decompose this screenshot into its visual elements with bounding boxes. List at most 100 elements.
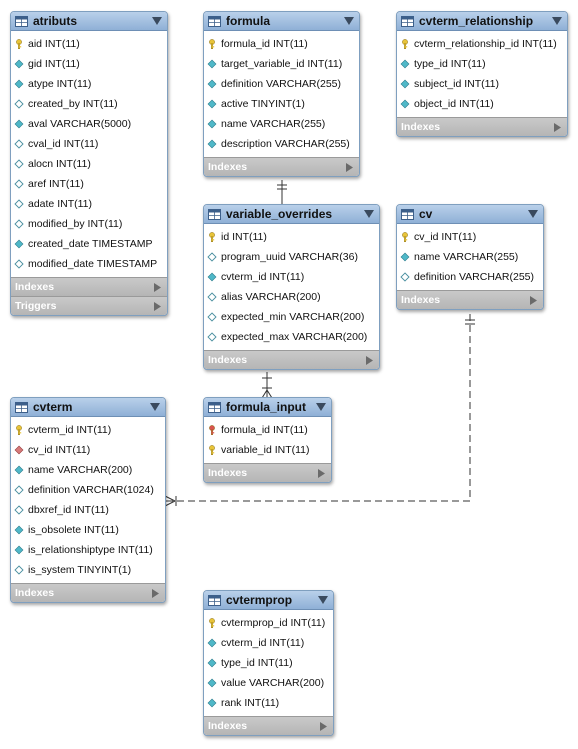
column-row[interactable]: name VARCHAR(200) bbox=[11, 460, 165, 480]
table-icon bbox=[15, 401, 28, 413]
column-row[interactable]: value VARCHAR(200) bbox=[204, 673, 333, 693]
column-row[interactable]: modified_by INT(11) bbox=[11, 214, 167, 234]
primary-key-icon bbox=[209, 232, 215, 242]
column-row[interactable]: definition VARCHAR(255) bbox=[397, 267, 543, 287]
column-row[interactable]: cv_id INT(11) bbox=[11, 440, 165, 460]
column-row[interactable]: cvtermprop_id INT(11) bbox=[204, 613, 333, 633]
column-row[interactable]: alocn INT(11) bbox=[11, 154, 167, 174]
expand-arrow-icon[interactable] bbox=[320, 721, 327, 731]
column-row[interactable]: rank INT(11) bbox=[204, 693, 333, 713]
column-row[interactable]: cvterm_id INT(11) bbox=[11, 420, 165, 440]
column-row[interactable]: atype INT(11) bbox=[11, 74, 167, 94]
expand-arrow-icon[interactable] bbox=[152, 588, 159, 598]
chevron-down-icon[interactable] bbox=[152, 17, 162, 25]
column-row[interactable]: cvterm_id INT(11) bbox=[204, 267, 379, 287]
section-indexes[interactable]: Indexes bbox=[397, 290, 543, 309]
column-row[interactable]: created_date TIMESTAMP bbox=[11, 234, 167, 254]
entity-header[interactable]: cv bbox=[397, 205, 543, 224]
column-row[interactable]: created_by INT(11) bbox=[11, 94, 167, 114]
entity-header[interactable]: cvterm_relationship bbox=[397, 12, 567, 31]
column-row[interactable]: cv_id INT(11) bbox=[397, 227, 543, 247]
chevron-down-icon[interactable] bbox=[364, 210, 374, 218]
column-row[interactable]: id INT(11) bbox=[204, 227, 379, 247]
column-row[interactable]: modified_date TIMESTAMP bbox=[11, 254, 167, 274]
column-row[interactable]: is_obsolete INT(11) bbox=[11, 520, 165, 540]
entity-header[interactable]: formula_input bbox=[204, 398, 331, 417]
column-row[interactable]: aref INT(11) bbox=[11, 174, 167, 194]
chevron-down-icon[interactable] bbox=[344, 17, 354, 25]
column-icon bbox=[14, 79, 24, 89]
column-row[interactable]: aid INT(11) bbox=[11, 34, 167, 54]
entity-title: cvterm_relationship bbox=[419, 14, 534, 28]
section-indexes[interactable]: Indexes bbox=[204, 716, 333, 735]
column-row[interactable]: type_id INT(11) bbox=[397, 54, 567, 74]
expand-arrow-icon[interactable] bbox=[554, 122, 561, 132]
column-row[interactable]: is_system TINYINT(1) bbox=[11, 560, 165, 580]
entity-header[interactable]: cvtermprop bbox=[204, 591, 333, 610]
entity-atributs[interactable]: atributs aid INT(11)gid INT(11)atype INT(… bbox=[10, 11, 168, 316]
chevron-down-icon[interactable] bbox=[150, 403, 160, 411]
column-row[interactable]: adate INT(11) bbox=[11, 194, 167, 214]
column-row[interactable]: cval_id INT(11) bbox=[11, 134, 167, 154]
column-label: target_variable_id INT(11) bbox=[221, 58, 343, 70]
section-indexes[interactable]: Indexes bbox=[204, 463, 331, 482]
expand-arrow-icon[interactable] bbox=[154, 282, 161, 292]
column-row[interactable]: name VARCHAR(255) bbox=[397, 247, 543, 267]
section-indexes[interactable]: Indexes bbox=[204, 350, 379, 369]
column-row[interactable]: target_variable_id INT(11) bbox=[204, 54, 359, 74]
column-row[interactable]: is_relationshiptype INT(11) bbox=[11, 540, 165, 560]
column-label: description VARCHAR(255) bbox=[221, 138, 350, 150]
entity-formula-input[interactable]: formula_input formula_id INT(11)variable_… bbox=[203, 397, 332, 483]
entity-header[interactable]: cvterm bbox=[11, 398, 165, 417]
section-indexes[interactable]: Indexes bbox=[204, 157, 359, 176]
entity-header[interactable]: formula bbox=[204, 12, 359, 31]
section-triggers[interactable]: Triggers bbox=[11, 296, 167, 315]
column-row[interactable]: alias VARCHAR(200) bbox=[204, 287, 379, 307]
chevron-down-icon[interactable] bbox=[528, 210, 538, 218]
column-row[interactable]: active TINYINT(1) bbox=[204, 94, 359, 114]
column-row[interactable]: definition VARCHAR(255) bbox=[204, 74, 359, 94]
chevron-down-icon[interactable] bbox=[316, 403, 326, 411]
column-row[interactable]: expected_min VARCHAR(200) bbox=[204, 307, 379, 327]
section-indexes[interactable]: Indexes bbox=[11, 583, 165, 602]
column-row[interactable]: program_uuid VARCHAR(36) bbox=[204, 247, 379, 267]
expand-arrow-icon[interactable] bbox=[154, 301, 161, 311]
section-indexes[interactable]: Indexes bbox=[11, 277, 167, 296]
section-label: Indexes bbox=[208, 354, 248, 366]
entity-cv[interactable]: cv cv_id INT(11) name VARCHAR(255)definiti… bbox=[396, 204, 544, 310]
column-row[interactable]: cvterm_id INT(11) bbox=[204, 633, 333, 653]
column-row[interactable]: cvterm_relationship_id INT(11) bbox=[397, 34, 567, 54]
expand-arrow-icon[interactable] bbox=[530, 295, 537, 305]
column-row[interactable]: subject_id INT(11) bbox=[397, 74, 567, 94]
column-row[interactable]: variable_id INT(11) bbox=[204, 440, 331, 460]
expand-arrow-icon[interactable] bbox=[318, 468, 325, 478]
column-row[interactable]: aval VARCHAR(5000) bbox=[11, 114, 167, 134]
column-row[interactable]: name VARCHAR(255) bbox=[204, 114, 359, 134]
expand-arrow-icon[interactable] bbox=[366, 355, 373, 365]
table-icon bbox=[15, 15, 28, 27]
column-label: is_obsolete INT(11) bbox=[28, 524, 119, 536]
entity-cvterm-relationship[interactable]: cvterm_relationship cvterm_relationship_i… bbox=[396, 11, 568, 137]
chevron-down-icon[interactable] bbox=[552, 17, 562, 25]
entity-header[interactable]: variable_overrides bbox=[204, 205, 379, 224]
column-row[interactable]: type_id INT(11) bbox=[204, 653, 333, 673]
column-label: cv_id INT(11) bbox=[414, 231, 477, 243]
column-row[interactable]: definition VARCHAR(1024) bbox=[11, 480, 165, 500]
column-label: modified_by INT(11) bbox=[28, 218, 123, 230]
column-row[interactable]: gid INT(11) bbox=[11, 54, 167, 74]
expand-arrow-icon[interactable] bbox=[346, 162, 353, 172]
entity-header[interactable]: atributs bbox=[11, 12, 167, 31]
column-list: cvterm_id INT(11)cv_id INT(11)name VARCH… bbox=[11, 417, 165, 583]
section-indexes[interactable]: Indexes bbox=[397, 117, 567, 136]
column-row[interactable]: description VARCHAR(255) bbox=[204, 134, 359, 154]
column-row[interactable]: formula_id INT(11) bbox=[204, 420, 331, 440]
entity-cvtermprop[interactable]: cvtermprop cvtermprop_id INT(11)cvterm_id… bbox=[203, 590, 334, 736]
entity-formula[interactable]: formula formula_id INT(11) target_variable… bbox=[203, 11, 360, 177]
column-row[interactable]: object_id INT(11) bbox=[397, 94, 567, 114]
column-row[interactable]: dbxref_id INT(11) bbox=[11, 500, 165, 520]
chevron-down-icon[interactable] bbox=[318, 596, 328, 604]
column-row[interactable]: expected_max VARCHAR(200) bbox=[204, 327, 379, 347]
column-row[interactable]: formula_id INT(11) bbox=[204, 34, 359, 54]
